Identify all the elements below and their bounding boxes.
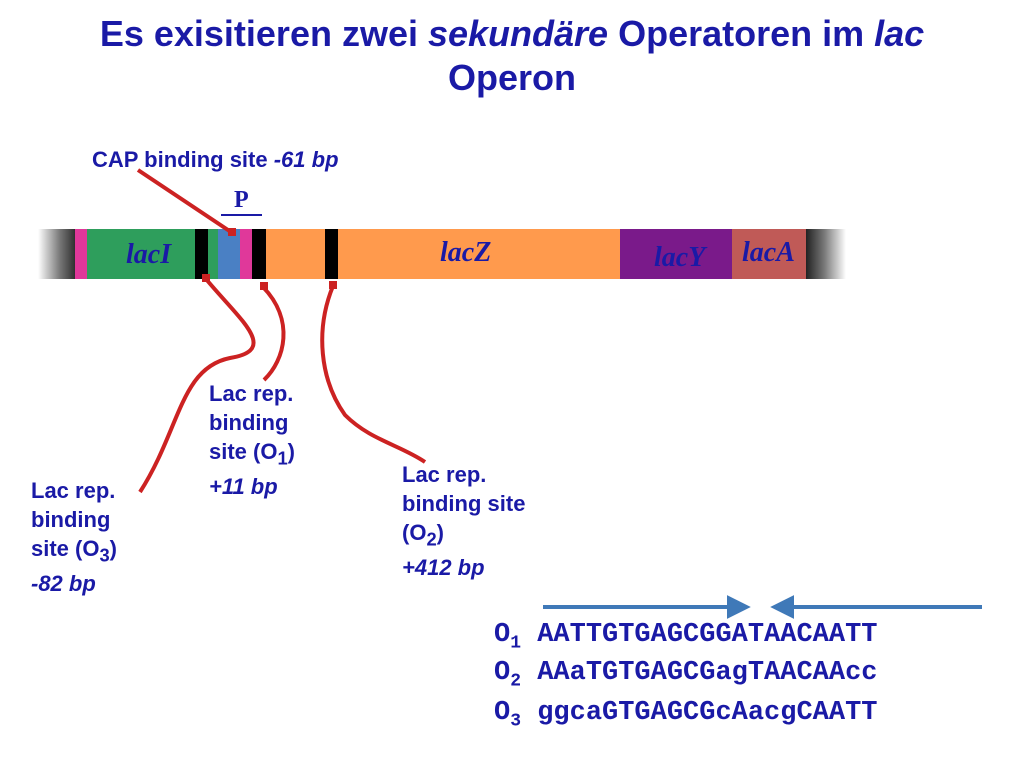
sequence-subscript: 1 [510, 633, 522, 654]
gene-label-lacY: lacY [654, 242, 706, 273]
o3-label-close: ) [109, 536, 117, 561]
sequence-text: ggcaGTGAGCGcAacgCAATT [537, 698, 878, 728]
o2-pointer-tip [329, 281, 337, 289]
o1-label-site: site (O [209, 439, 278, 464]
o3-binding-site-label: Lac rep. binding site (O3) -82 bp [31, 476, 117, 598]
lacI-left-marker [75, 229, 87, 279]
page-title: Es exisitieren zwei sekundäre Operatoren… [0, 12, 1024, 100]
sequence-name: O [494, 658, 511, 688]
operator-o3-block [195, 229, 208, 279]
sequence-subscript: 2 [510, 671, 522, 692]
o2-label-line-3: (O2) [402, 518, 525, 553]
gene-label-lacZ: lacZ [440, 237, 492, 268]
o3-label-site: site (O [31, 536, 100, 561]
promoter-label: P [234, 187, 249, 213]
o2-label-site: (O [402, 520, 427, 545]
title-text-d: lac [874, 13, 925, 54]
o3-label-position: -82 bp [31, 571, 96, 597]
sequence-subscript: 3 [510, 711, 522, 732]
magenta-block [240, 229, 252, 279]
o1-label-line-1: Lac rep. [209, 381, 294, 406]
lacY-gene-block [620, 229, 732, 279]
dna-left-end [38, 229, 78, 279]
title-line-2: Operon [447, 57, 576, 98]
o1-label-line-2: binding [209, 410, 289, 435]
o1-label-position: +11 bp [209, 474, 278, 500]
cap-label-text: CAP binding site [92, 147, 274, 172]
o1-label-subscript: 1 [277, 447, 288, 469]
o3-label-subscript: 3 [99, 544, 110, 566]
o2-label-close: ) [436, 520, 444, 545]
o3-pointer-line [138, 277, 256, 494]
title-text-a: Es exisitieren zwei [99, 13, 428, 54]
operator-o2-block [325, 229, 338, 279]
o3-label-line-1: Lac rep. [31, 478, 116, 503]
lacA-gene-block [732, 229, 806, 279]
cap-pointer-tip [228, 228, 236, 236]
o2-binding-site-label: Lac rep. binding site (O2) +412 bp [402, 460, 525, 582]
o1-label-close: ) [287, 439, 295, 464]
o1-pointer-line [261, 285, 286, 382]
sequence-row-o2: O2 AAaTGTGAGCGagTAACAAcc [494, 655, 877, 699]
title-text-b: sekundäre [427, 13, 609, 54]
spacer-green-block [208, 229, 218, 279]
title-line-1: Es exisitieren zwei sekundäre Operatoren… [0, 12, 1024, 56]
sequence-name: O [494, 620, 511, 650]
o2-pointer-line [320, 285, 427, 464]
o3-pointer-tip [202, 274, 210, 282]
o2-label-line-1: Lac rep. [402, 462, 487, 487]
gene-label-lacA: lacA [742, 237, 795, 268]
o2-label-subscript: 2 [426, 528, 437, 550]
promoter-block [218, 229, 240, 279]
sequence-text: AAaTGTGAGCGagTAACAAcc [537, 658, 878, 688]
lacI-gene-block [77, 229, 195, 279]
o3-label-line-3: site (O3) [31, 534, 117, 569]
cap-binding-site-label: CAP binding site -61 bp [92, 145, 339, 174]
cap-pointer-line [136, 168, 233, 234]
sequence-text: AATTGTGAGCGGATAACAATT [537, 620, 878, 650]
dna-right-end [806, 229, 846, 279]
o1-pointer-tip [260, 282, 268, 290]
o2-label-line-2: binding site [402, 491, 526, 516]
o2-label-position: +412 bp [402, 555, 485, 581]
sequence-row-o3: O3 ggcaGTGAGCGcAacgCAATT [494, 695, 877, 739]
sequence-row-o1: O1 AATTGTGAGCGGATAACAATT [494, 617, 877, 661]
cap-label-position: -61 bp [273, 147, 339, 172]
o1-label-line-3: site (O1) [209, 437, 295, 472]
sequence-name: O [494, 698, 511, 728]
operator-o1-block [252, 229, 266, 279]
title-text-c: Operatoren im [608, 13, 875, 54]
o1-binding-site-label: Lac rep. binding site (O1) +11 bp [209, 379, 295, 501]
gene-label-lacI: lacI [126, 239, 172, 270]
o3-label-line-2: binding [31, 507, 111, 532]
